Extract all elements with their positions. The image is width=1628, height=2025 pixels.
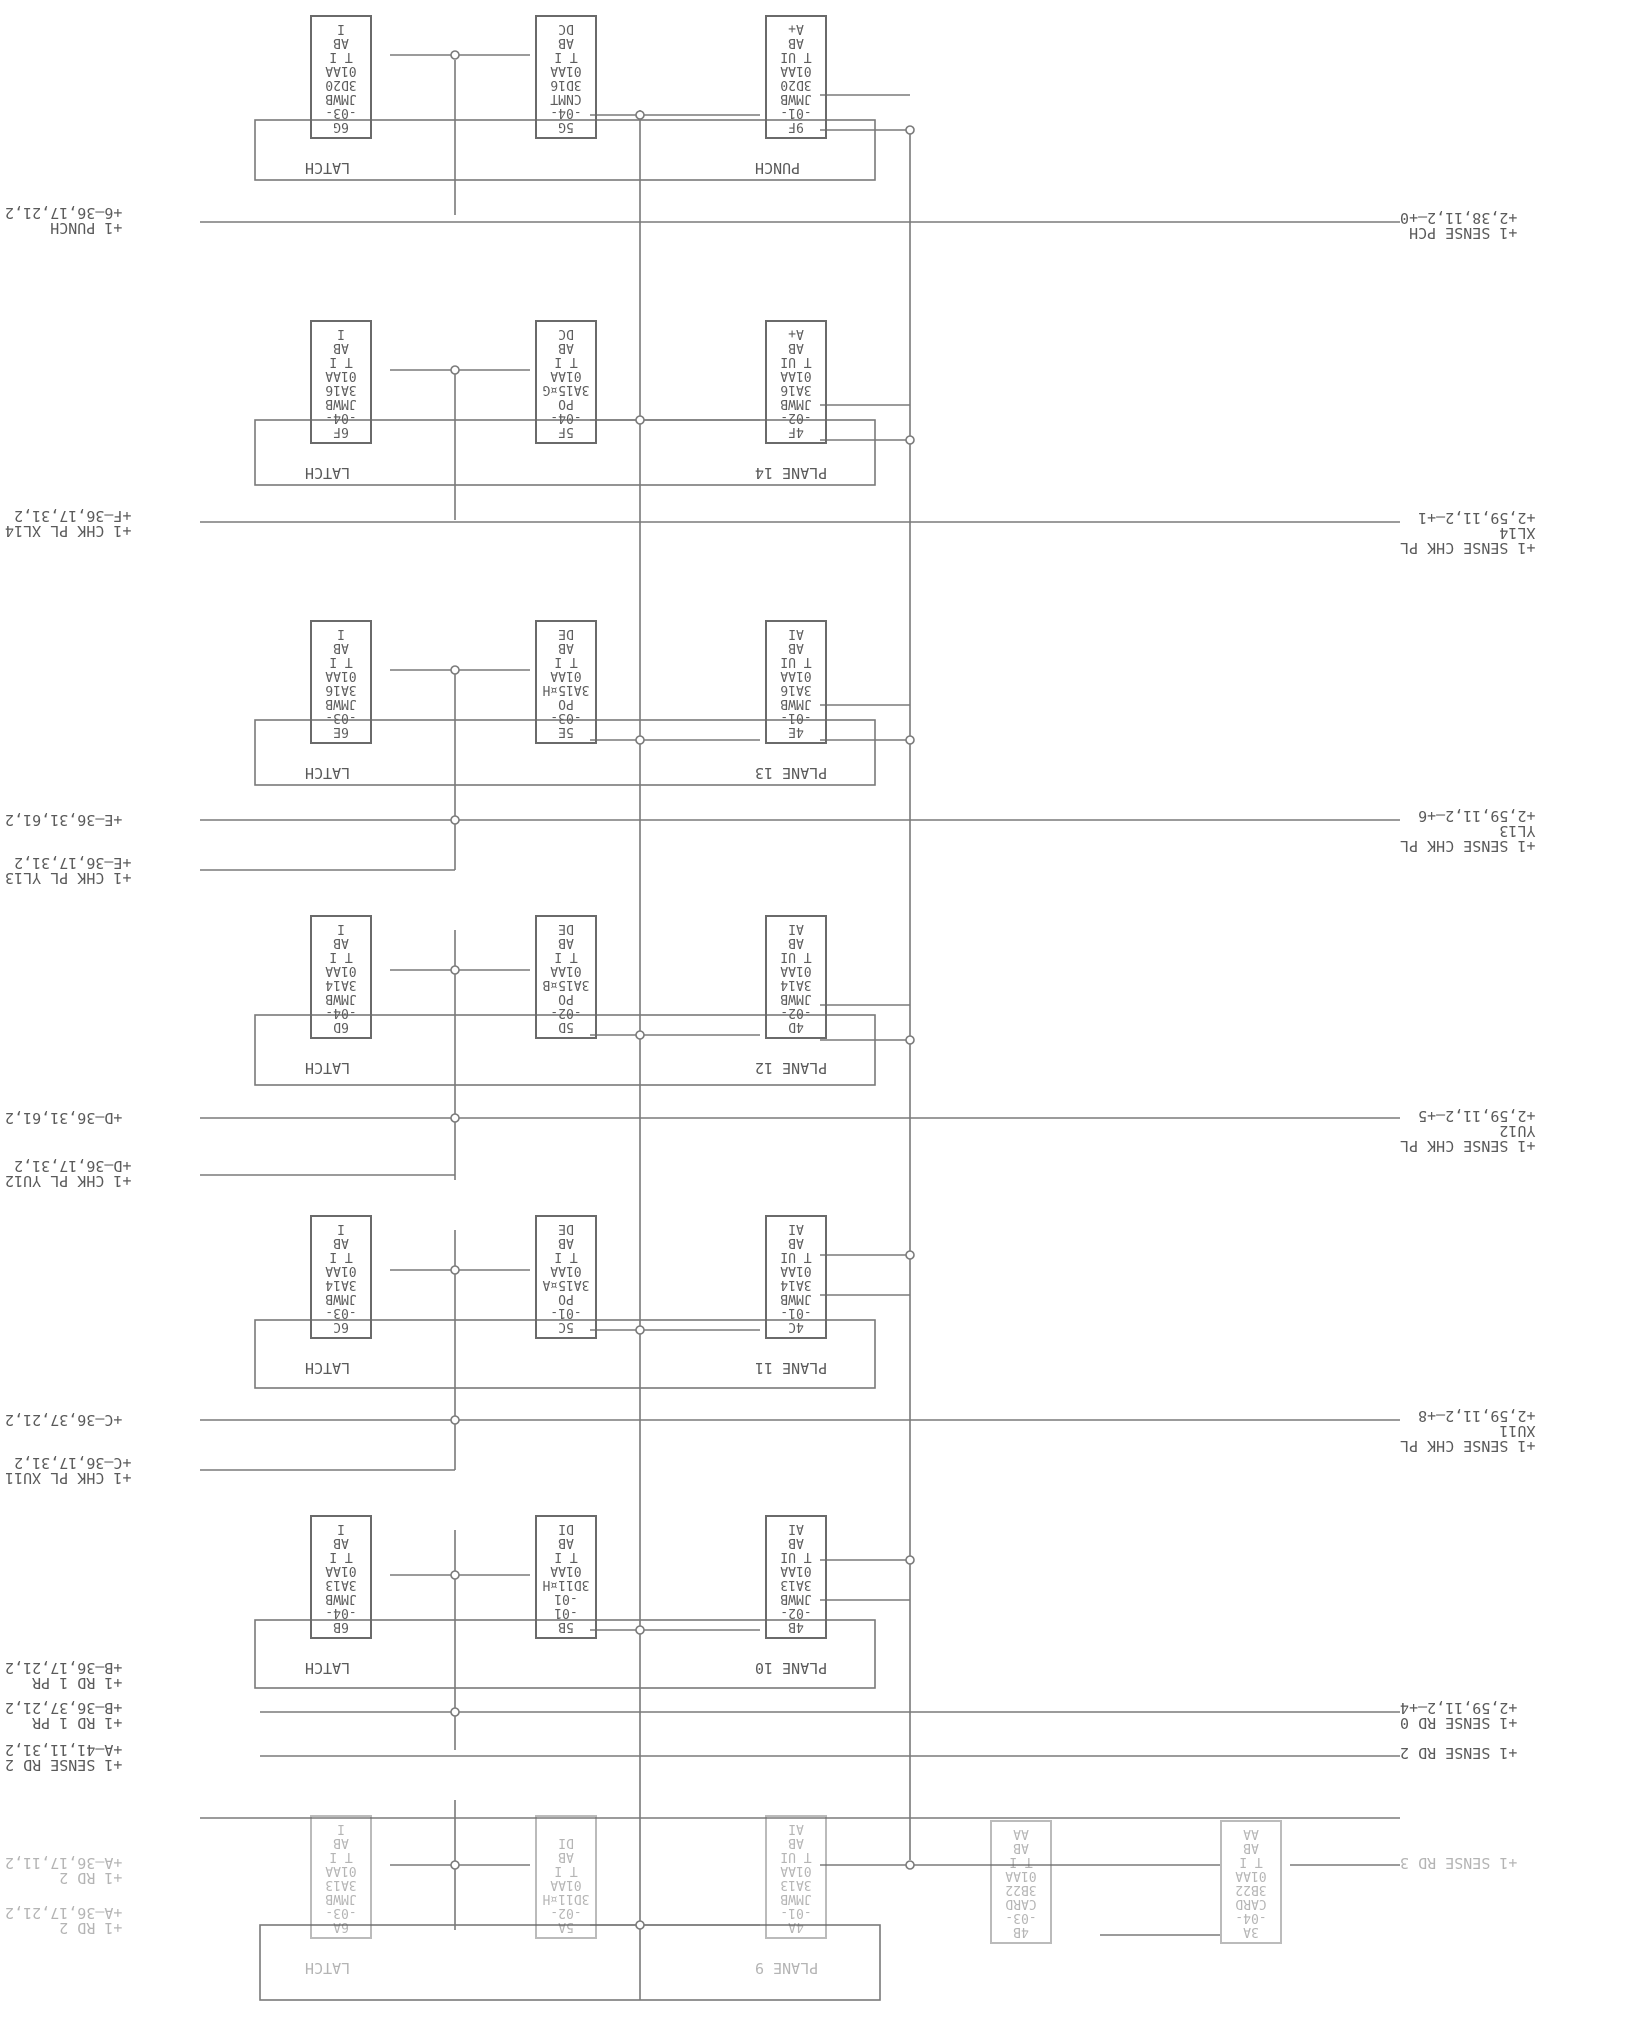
right-label-5: +1 SENSE CHK PL XU11 +2,59,11,2—+8: [1400, 1408, 1535, 1453]
extra-block-1: 4B -03- CARD 3B22 01AA T I AB AA: [990, 1820, 1052, 1944]
row-2-plane-block: 4F -02- JMWB 3A16 01AA T UI AB A+: [765, 320, 827, 444]
row-5-mid-block: 5C -01- PO 3A15¤A 01AA T I AB DE: [535, 1215, 597, 1339]
row-5-plane-block: 4C -01- JMWB 3A14 01AA T UI AB AI: [765, 1215, 827, 1339]
right-label-6: +1 SENSE RD 0 +2,59,11,2—+4: [1400, 1700, 1517, 1730]
row-2-latch-caption: LATCH: [305, 465, 350, 480]
row-7-mid-block: 5A -02- 3D11¤H 01AA T I AB DI: [535, 1815, 597, 1939]
left-label-9: +1 RD 1 PR +B—36,17,21,2: [5, 1660, 122, 1690]
row-7-plane-caption: PLANE 9: [755, 1960, 818, 1975]
left-label-5: +D—36,31,61,2: [5, 1110, 122, 1125]
row-3-mid-block: 5E -03- PO 3A15¤H 01AA T I AB DE: [535, 620, 597, 744]
right-label-1: +1 SENSE PCH +2,38,11,2—+0: [1400, 210, 1517, 240]
left-label-6: +1 CHK PL YU12 +D—36,17,31,2: [5, 1158, 131, 1188]
row-4-latch-caption: LATCH: [305, 1060, 350, 1075]
row-6-latch-caption: LATCH: [305, 1660, 350, 1675]
row-5-plane-caption: PLANE 11: [755, 1360, 827, 1375]
left-label-3: +E—36,31,61,2: [5, 812, 122, 827]
row-3-plane-block: 4E -01- JMWB 3A16 01AA T UI AB AI: [765, 620, 827, 744]
row-4-plane-block: 4D -02- JMWB 3A14 01AA T UI AB AI: [765, 915, 827, 1039]
row-1-plane-caption: PUNCH: [755, 160, 800, 175]
row-4-latch-block: 6D -04- JMWB 3A14 01AA T I AB I: [310, 915, 372, 1039]
left-label-8: +1 CHK PL XU11 +C—36,17,31,2: [5, 1455, 131, 1485]
right-label-7: +1 SENSE RD 2: [1400, 1745, 1517, 1760]
row-1-latch-block: 6G -03- JMWB 3D20 01AA T I AB I: [310, 15, 372, 139]
right-label-2: +1 SENSE CHK PL XL14 +2,59,11,2—+1: [1400, 510, 1535, 555]
left-label-10: +1 RD 1 PR +B—36,37,21,2: [5, 1700, 122, 1730]
row-2-latch-block: 6F -04- JMWB 3A16 01AA T I AB I: [310, 320, 372, 444]
row-2-mid-block: 5F -04- PO 3A15¤G 01AA T I AB DC: [535, 320, 597, 444]
row-4-mid-block: 5D -02- PO 3A15¤B 01AA T I AB DE: [535, 915, 597, 1039]
row-5-latch-block: 6C -03- JMWB 3A14 01AA T I AB I: [310, 1215, 372, 1339]
left-label-12: +1 RD 2 +A—36,17,11,2: [5, 1855, 122, 1885]
row-3-latch-block: 6E -03- JMWB 3A16 01AA T I AB I: [310, 620, 372, 744]
right-label-4: +1 SENSE CHK PL YU12 +2,59,11,2—+5: [1400, 1108, 1535, 1153]
row-3-plane-caption: PLANE 13: [755, 765, 827, 780]
row-7-latch-caption: LATCH: [305, 1960, 350, 1975]
row-2-plane-caption: PLANE 14: [755, 465, 827, 480]
extra-block-2: 3A -04- CARD 3B22 01AA T I AB AA: [1220, 1820, 1282, 1944]
row-1-plane-block: 9F -01- JMWB 3D20 01AA T UI AB A+: [765, 15, 827, 139]
row-7-latch-block: 6A -03- JMWB 3A13 01AA T I AB I: [310, 1815, 372, 1939]
left-label-2: +1 CHK PL XL14 +F—36,17,31,2: [5, 508, 131, 538]
left-label-4: +1 CHK PL YL13 +E—36,17,31,2: [5, 855, 131, 885]
left-label-13: +1 RD 2 +A—36,17,21,2: [5, 1905, 122, 1935]
right-label-3: +1 SENSE CHK PL YL13 +2,59,11,2—+6: [1400, 808, 1535, 853]
left-label-11: +1 SENSE RD 2 +A—41,11,31,2: [5, 1742, 122, 1772]
row-4-plane-caption: PLANE 12: [755, 1060, 827, 1075]
right-label-8: +1 SENSE RD 3: [1400, 1855, 1517, 1870]
left-label-1: +1 PUNCH +6—36,17,21,2: [5, 205, 122, 235]
row-5-latch-caption: LATCH: [305, 1360, 350, 1375]
row-6-latch-block: 6B -04- JMWB 3A13 01AA T I AB I: [310, 1515, 372, 1639]
row-7-plane-block: 4A -01- JMWB 3A13 01AA T UI AB AI: [765, 1815, 827, 1939]
row-3-latch-caption: LATCH: [305, 765, 350, 780]
row-6-plane-caption: PLANE 10: [755, 1660, 827, 1675]
left-label-7: +C—36,37,21,2: [5, 1412, 122, 1427]
row-1-latch-caption: LATCH: [305, 160, 350, 175]
row-6-mid-block: 5B -01 -01 3D11¤H 01AA T I AB DI: [535, 1515, 597, 1639]
row-1-mid-block: 5G -04- CNMT 3D16 01AA T I AB DC: [535, 15, 597, 139]
row-6-plane-block: 4B -02- JMWB 3A13 01AA T UI AB AI: [765, 1515, 827, 1639]
